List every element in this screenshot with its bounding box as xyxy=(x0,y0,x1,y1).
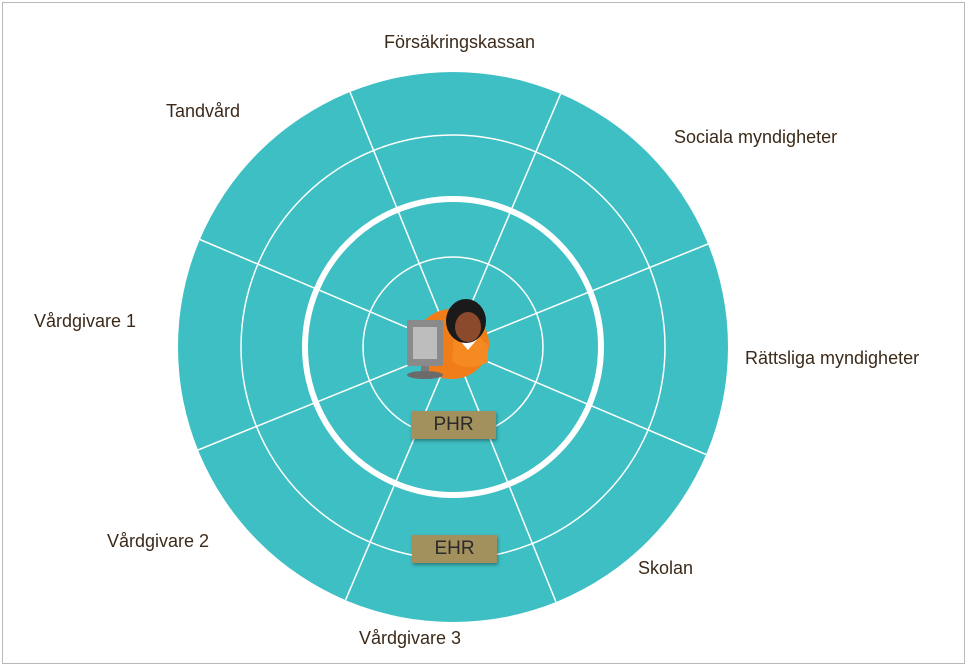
label-skolan: Skolan xyxy=(638,558,694,578)
boundary-ring xyxy=(302,196,604,498)
sector-divider-line xyxy=(452,346,557,603)
sector-divider-line xyxy=(452,346,707,456)
sector-divider-line xyxy=(452,243,709,348)
label-vardgivare-2: Vårdgivare 2 xyxy=(107,531,210,551)
ehr-tag: EHR xyxy=(412,535,497,563)
sector-divider-line xyxy=(344,346,454,601)
sector-divider-line xyxy=(349,91,454,348)
label-sociala-myndigheter: Sociala myndigheter xyxy=(674,127,838,147)
label-rattsliga-myndigheter: Rättsliga myndigheter xyxy=(745,348,920,368)
person-at-computer-icon xyxy=(407,299,489,379)
label-tandvard: Tandvård xyxy=(166,101,241,121)
label-forsakringskassan: Försäkringskassan xyxy=(384,32,536,52)
phr-tag: PHR xyxy=(411,411,496,439)
label-vardgivare-1: Vårdgivare 1 xyxy=(34,311,137,331)
label-vardgivare-3: Vårdgivare 3 xyxy=(359,628,462,648)
